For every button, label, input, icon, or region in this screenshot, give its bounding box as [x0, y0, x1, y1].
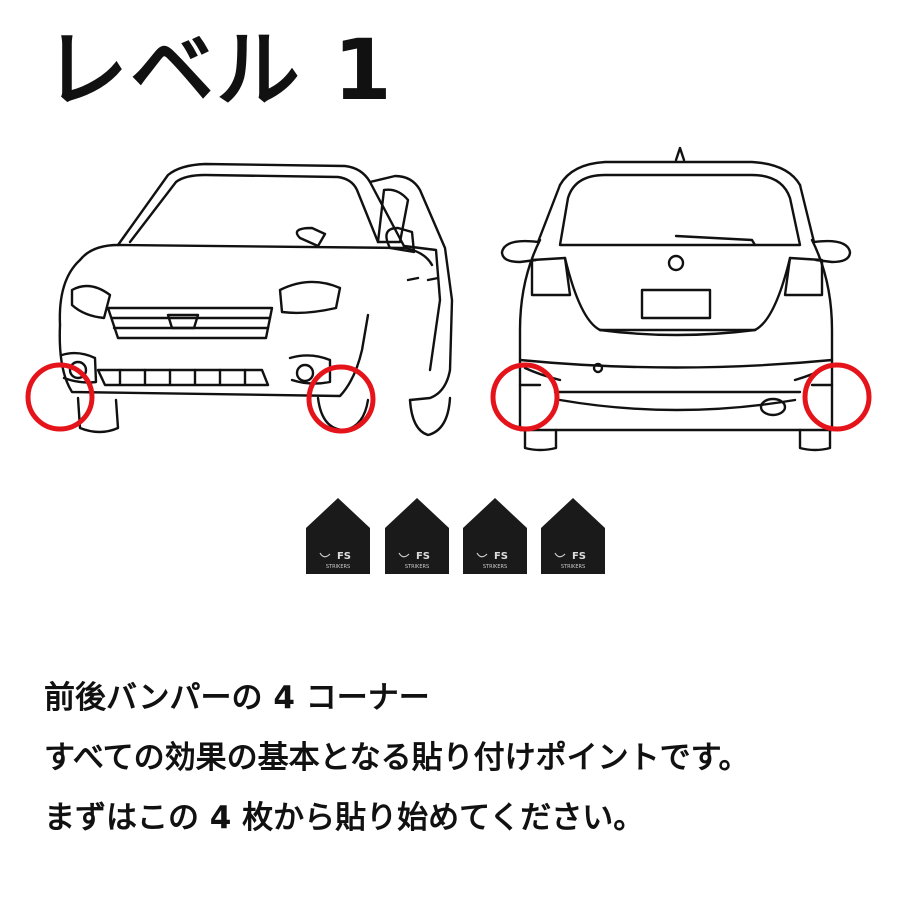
bumper-corner-markers	[25, 362, 872, 434]
marker-rear-right	[802, 362, 872, 432]
description-line: すべての効果の基本となる貼り付けポイントです。	[44, 740, 750, 776]
description-line: 前後バンパーの 4 コーナー	[44, 680, 430, 716]
front-car-illustration	[58, 162, 454, 437]
sticker-item: FS STRIKERS	[385, 498, 449, 574]
sticker-item: FS STRIKERS	[306, 498, 370, 574]
description: 前後バンパーの 4 コーナー すべての効果の基本となる貼り付けポイントです。 ま…	[44, 668, 914, 848]
marker-rear-left	[490, 362, 560, 432]
sticker-logo-text: FS	[416, 551, 430, 562]
sticker-brand-text: STRIKERS	[405, 564, 429, 570]
sticker-item: FS STRIKERS	[463, 498, 527, 574]
sticker-brand-text: STRIKERS	[561, 564, 585, 570]
sticker-logo-text: FS	[494, 551, 508, 562]
sticker-set: FS STRIKERS FS STRIKERS FS STRIKERS FS S…	[306, 498, 605, 574]
sticker-brand-text: STRIKERS	[483, 564, 507, 570]
sticker-item: FS STRIKERS	[541, 498, 605, 574]
sticker-logo-text: FS	[337, 551, 351, 562]
sticker-brand-text: STRIKERS	[326, 564, 350, 570]
marker-front-right	[306, 364, 376, 434]
sticker-logo-text: FS	[572, 551, 586, 562]
rear-car-illustration	[500, 146, 852, 452]
car-illustrations	[25, 146, 872, 452]
description-line: まずはこの 4 枚から貼り始めてください。	[44, 800, 645, 836]
marker-front-left	[25, 362, 95, 432]
page-title: レベル 1	[44, 21, 394, 119]
